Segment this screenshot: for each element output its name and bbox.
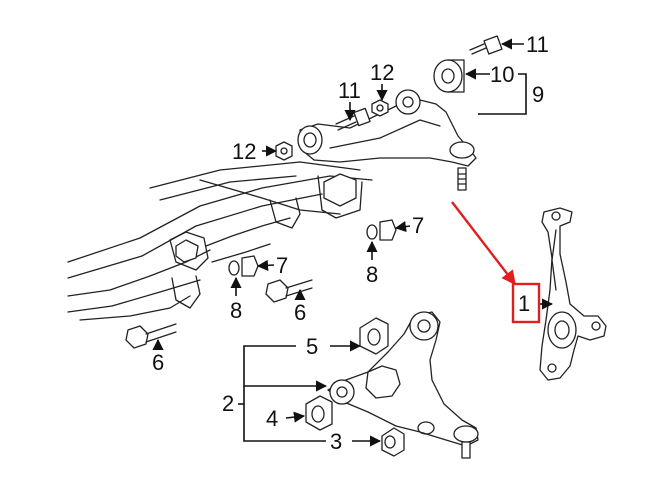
callout-4: 4: [266, 406, 278, 431]
callout-6-left: 6: [152, 350, 164, 375]
callout-11-upper: 11: [526, 32, 549, 57]
bushing-5-drawing: [359, 317, 389, 355]
callout-11-middle: 11: [338, 78, 361, 103]
callout-10: 10: [490, 62, 514, 87]
lower-control-arm-drawing: [327, 311, 479, 459]
callout-5: 5: [306, 334, 318, 359]
callout-6-center: 6: [294, 300, 306, 325]
callout-1: 1: [518, 291, 530, 316]
bolt-11-middle-drawing: [335, 107, 371, 131]
steering-knuckle-drawing: [539, 207, 607, 381]
callout-8-upper: 8: [366, 262, 378, 287]
callout-12-top: 12: [370, 60, 394, 85]
callout-2: 2: [222, 391, 234, 416]
callout-7-lower: 7: [276, 253, 288, 278]
callout-labels: 1 2 3 4 5 6 6 7 7 8 8 9 10 11 11 12 12: [152, 32, 549, 454]
bushing-10-drawing: [433, 59, 465, 93]
washer-nut-lower-drawing: [228, 255, 259, 277]
callout-9: 9: [532, 82, 544, 107]
highlight-callout-1: [451, 201, 541, 324]
washer-nut-upper-drawing: [366, 219, 397, 241]
callout-12-left: 12: [232, 139, 256, 164]
callout-3: 3: [330, 429, 342, 454]
bolt-6-left-drawing: [125, 323, 177, 349]
upper-control-arm-drawing: [297, 89, 477, 191]
bushing-4-drawing: [305, 395, 333, 431]
callout-8-lower: 8: [230, 298, 242, 323]
callout-7-upper: 7: [412, 213, 424, 238]
bolt-6-center-drawing: [265, 279, 313, 303]
nut-12-left-drawing: [275, 141, 293, 161]
bolt-11-upper-drawing: [469, 35, 503, 55]
nut-12-top-drawing: [371, 99, 389, 117]
subframe-drawing: [67, 161, 373, 321]
leader-lines: [152, 38, 554, 447]
bushing-3-drawing: [381, 427, 405, 457]
